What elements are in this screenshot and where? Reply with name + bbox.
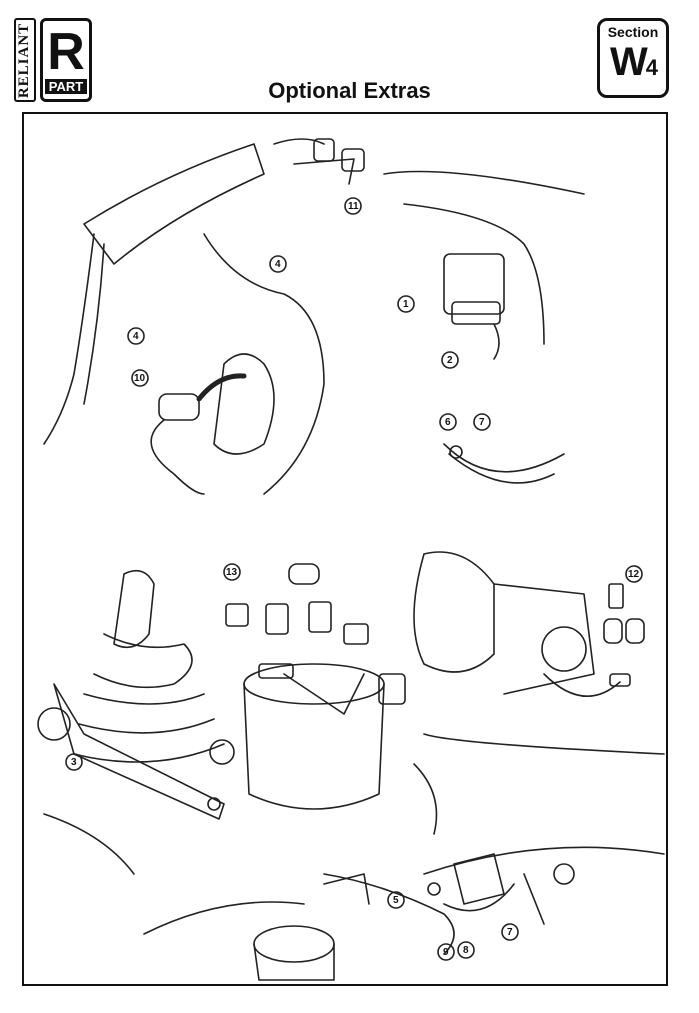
mid-center-canister-drawing	[225, 563, 406, 810]
svg-text:12: 12	[628, 569, 640, 580]
section-code-number: 4	[645, 55, 658, 80]
logo-sub: PART	[44, 78, 88, 94]
section-code: W4	[609, 40, 658, 90]
svg-text:1: 1	[403, 299, 409, 310]
logo-r-box: R PART	[40, 18, 92, 102]
illustration-frame: 11 4 4 10 1 2 6 7 13 12 3	[22, 112, 668, 986]
svg-text:4: 4	[275, 259, 281, 270]
exploded-illustration: 11 4 4 10 1 2 6 7 13 12 3	[37, 138, 665, 981]
callout-11: 11	[344, 197, 362, 215]
top-left-assembly-drawing	[43, 138, 365, 495]
callout-7-lower: 7	[501, 923, 519, 941]
logo-vertical-wordmark: RELIANT	[14, 18, 36, 102]
callout-9: 9	[437, 943, 455, 961]
page-title: Optional Extras	[268, 78, 431, 103]
callout-3: 3	[65, 753, 83, 771]
callout-4-lower: 4	[127, 327, 145, 345]
mid-right-motor-drawing	[413, 551, 645, 697]
section-word: Section	[607, 24, 659, 40]
callout-13: 13	[223, 563, 241, 581]
callout-8: 8	[457, 941, 475, 959]
bottom-chassis-drawing	[143, 733, 665, 981]
svg-text:5: 5	[393, 895, 399, 906]
svg-text:7: 7	[479, 417, 485, 428]
section-code-letter: W	[609, 40, 648, 84]
svg-text:8: 8	[463, 945, 469, 956]
callout-7-upper: 7	[473, 413, 491, 431]
callout-5: 5	[387, 891, 405, 909]
mid-left-suspension-drawing	[37, 569, 235, 875]
section-badge: Section W4	[597, 18, 669, 98]
svg-text:9: 9	[443, 947, 449, 958]
top-right-assembly-drawing	[383, 170, 585, 484]
callout-12: 12	[625, 565, 643, 583]
svg-text:13: 13	[226, 567, 238, 578]
callout-4-upper: 4	[269, 255, 287, 273]
callout-2: 2	[441, 351, 459, 369]
svg-text:11: 11	[348, 201, 359, 212]
svg-text:2: 2	[447, 355, 453, 366]
svg-text:4: 4	[133, 331, 139, 342]
callout-10: 10	[131, 369, 149, 387]
svg-text:3: 3	[71, 757, 77, 768]
svg-text:10: 10	[134, 373, 146, 384]
reliant-part-logo: RELIANT R PART	[14, 18, 94, 102]
callout-1: 1	[397, 295, 415, 313]
svg-text:7: 7	[507, 927, 513, 938]
callout-6: 6	[439, 413, 457, 431]
logo-letter: R	[47, 22, 85, 81]
svg-text:6: 6	[445, 417, 451, 428]
